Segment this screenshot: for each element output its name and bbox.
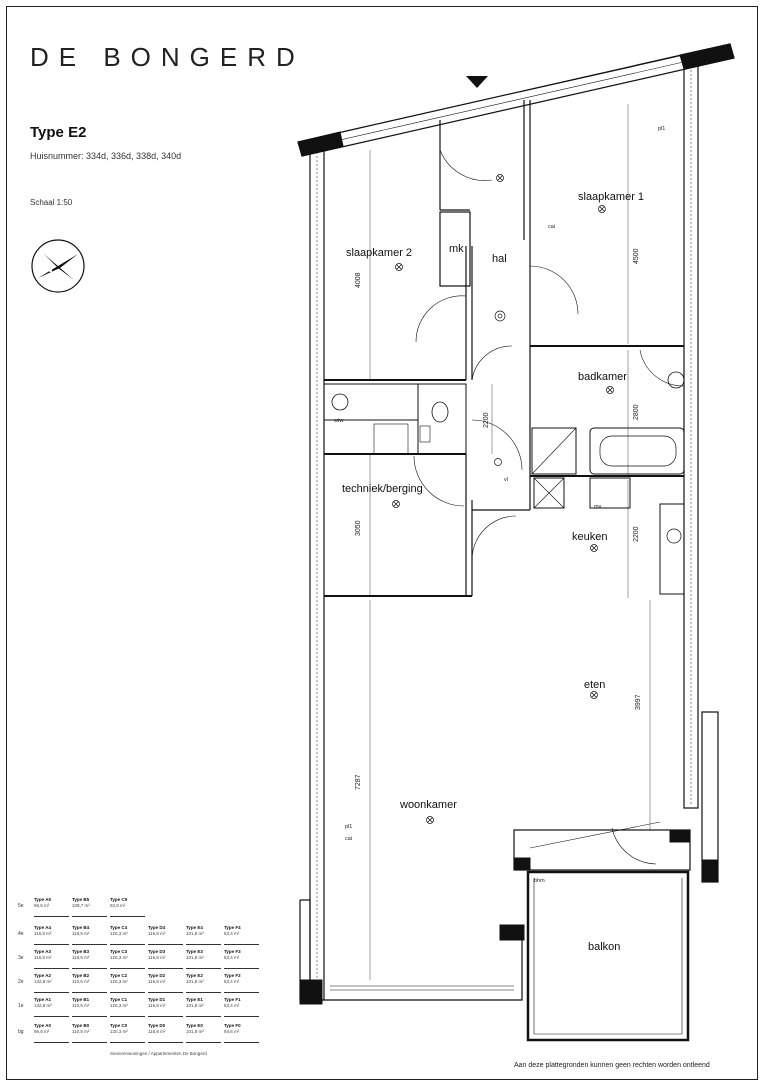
entrance-marker-icon — [466, 76, 488, 88]
dimension-4008: 4008 — [355, 272, 362, 288]
legend-floor-label: 1e — [18, 1003, 24, 1009]
room-label-badkamer: badkamer — [578, 371, 627, 383]
fixture-label-pl1-top: pl1 — [658, 126, 665, 132]
balcony-outline — [526, 870, 690, 1042]
room-label-woonkamer: woonkamer — [399, 799, 457, 811]
light-fixtures — [392, 174, 614, 824]
room-label-keuken: keuken — [572, 531, 607, 543]
type-title: Type E2 — [30, 124, 87, 141]
room-label-mk: mk — [449, 243, 464, 255]
dimension-3997: 3997 — [635, 694, 642, 710]
room-label-slaapkamer-1: slaapkamer 1 — [578, 191, 644, 203]
legend-footer: Seniorenwoningen / Appartementen De Bong… — [110, 1051, 207, 1056]
shower-tray — [531, 427, 577, 475]
room-label-balkon: balkon — [588, 941, 620, 953]
legend-floor-label: 5e — [18, 903, 24, 909]
legend-floor-label: 2e — [18, 979, 24, 985]
disclaimer-text: Aan deze plattegronden kunnen geen recht… — [514, 1062, 710, 1069]
dimension-4500: 4500 — [633, 248, 640, 264]
compass-letter: N — [44, 261, 53, 275]
fixture-label-cai: cai — [548, 224, 555, 230]
fixture-label-vl: vl — [504, 477, 508, 483]
entrance-door-swing — [439, 149, 493, 181]
dimension-7287: 7287 — [355, 774, 362, 790]
bathtub — [589, 427, 685, 475]
scale-label: Schaal 1:50 — [30, 198, 73, 207]
fixture-label-cai-bottom: cai — [345, 836, 352, 842]
legend-floor-label: 3e — [18, 955, 24, 961]
room-label-hal: hal — [492, 253, 507, 265]
kitchen-counter — [659, 503, 685, 595]
brand-title: DE BONGERD — [30, 42, 305, 72]
north-arrow-icon: N — [31, 239, 85, 293]
room-label-eten: eten — [584, 679, 605, 691]
fixture-label-bhm: bhm — [534, 878, 545, 884]
room-label-slaapkamer-2: slaapkamer 2 — [346, 247, 412, 259]
meterkast-outline — [439, 211, 471, 287]
fixture-label-wtw: wtw — [333, 418, 344, 424]
dimension-2800: 2800 — [633, 404, 640, 420]
drawing-sheet — [6, 6, 758, 1080]
house-numbers: Huisnummer: 334d, 336d, 338d, 340d — [30, 151, 182, 161]
dimension-3050: 3050 — [355, 520, 362, 536]
fixture-label-pl1-bottom: pl1 — [345, 824, 352, 830]
legend-floor-label: bg — [18, 1029, 24, 1035]
dimension-2200-b: 2200 — [633, 526, 640, 542]
legend-floor-label: 4e — [18, 931, 24, 937]
fixture-label-mv: mv — [594, 504, 602, 510]
room-label-techniek-berging: techniek/berging — [342, 483, 423, 495]
dimension-2200-a: 2200 — [483, 412, 490, 428]
